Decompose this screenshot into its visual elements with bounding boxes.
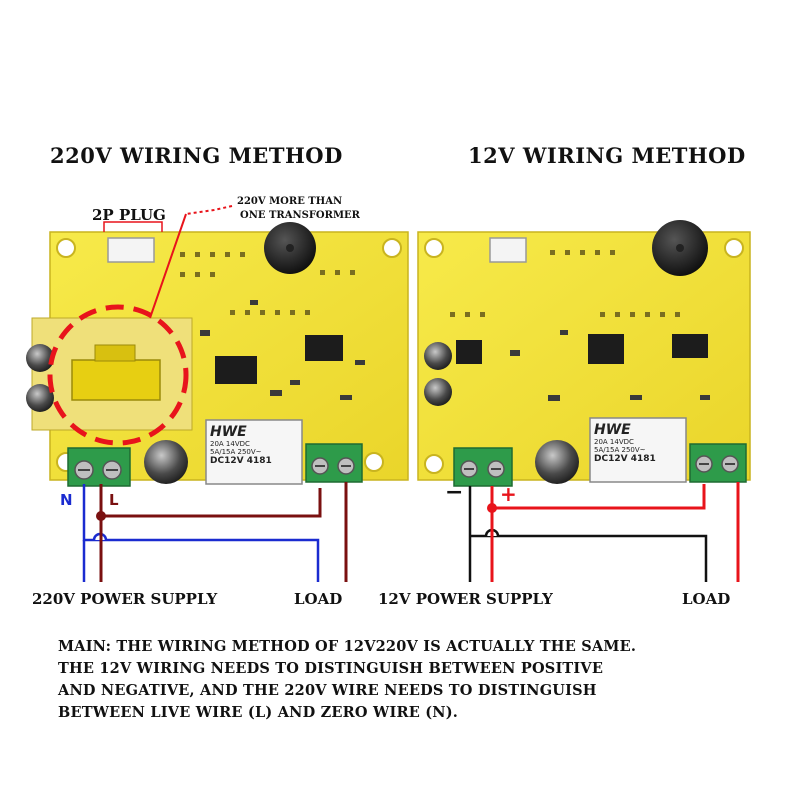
junction-dot (487, 503, 497, 513)
relay-icon (205, 419, 303, 485)
note-line: BETWEEN LIVE WIRE (L) AND ZERO WIRE (N). (58, 704, 459, 721)
relay-icon (589, 417, 687, 483)
left-wiring (82, 482, 348, 582)
relay-brand: HWE (594, 422, 631, 438)
relay-model: DC12V 4181 (210, 456, 272, 466)
right-wiring (468, 482, 740, 582)
mount-hole (424, 454, 444, 474)
live-label: L (109, 491, 119, 509)
capacitor-icon (144, 440, 188, 484)
relay-rating1: 20A 14VDC (210, 440, 250, 448)
right-board (417, 220, 751, 487)
relay-rating2: 5A/15A 250V~ (210, 448, 262, 456)
note-pointer (185, 205, 233, 215)
mount-hole (382, 238, 402, 258)
left-board (26, 222, 409, 487)
positive-label: + (500, 482, 517, 506)
negative-label: − (445, 480, 464, 505)
plug-connector (489, 237, 527, 263)
neutral-wire (82, 484, 320, 582)
ic-chip (215, 356, 257, 384)
capacitor-icon (26, 344, 54, 372)
capacitor-icon (535, 440, 579, 484)
mount-hole (724, 238, 744, 258)
note-line: AND NEGATIVE, AND THE 220V WIRE NEEDS TO… (58, 682, 597, 699)
mount-hole (364, 452, 384, 472)
relay-text-right: HWE 20A 14VDC 5A/15A 250V~ DC12V 4181 (594, 422, 682, 464)
relay-brand: HWE (210, 424, 247, 440)
relay-text-left: HWE 20A 14VDC 5A/15A 250V~ DC12V 4181 (210, 424, 298, 466)
plug-bracket (103, 221, 163, 232)
note-line: THE 12V WIRING NEEDS TO DISTINGUISH BETW… (58, 660, 604, 677)
right-supply-label: 12V POWER SUPPLY (378, 590, 553, 608)
ic-chip (588, 334, 624, 364)
neutral-label: N (60, 491, 73, 509)
capacitor-icon (424, 342, 452, 370)
mount-hole (56, 238, 76, 258)
transformer-note-line2: ONE TRANSFORMER (240, 210, 360, 221)
main-note: MAIN: THE WIRING METHOD OF 12V220V IS AC… (58, 636, 758, 724)
ic-chip (672, 334, 708, 358)
mount-hole (424, 238, 444, 258)
regulator-chip (456, 340, 482, 364)
transformer-highlight (47, 304, 189, 446)
transformer-icon (71, 359, 161, 401)
note-pointer-line (149, 213, 187, 319)
note-line: MAIN: THE WIRING METHOD OF 12V220V IS AC… (58, 638, 637, 655)
left-supply-label: 220V POWER SUPPLY (32, 590, 218, 608)
relay-rating2: 5A/15A 250V~ (594, 446, 646, 454)
junction-dot (96, 511, 106, 521)
left-load-label: LOAD (294, 590, 343, 608)
right-title: 12V WIRING METHOD (468, 143, 746, 168)
capacitor-icon (26, 384, 54, 412)
transformer-note-line1: 220V MORE THAN (237, 196, 343, 207)
relay-model: DC12V 4181 (594, 454, 656, 464)
relay-rating1: 20A 14VDC (594, 438, 634, 446)
plug-connector (107, 237, 155, 263)
right-load-label: LOAD (682, 590, 731, 608)
ic-chip (305, 335, 343, 361)
left-title: 220V WIRING METHOD (50, 143, 343, 168)
capacitor-icon (424, 378, 452, 406)
plug-label: 2P PLUG (92, 206, 166, 224)
